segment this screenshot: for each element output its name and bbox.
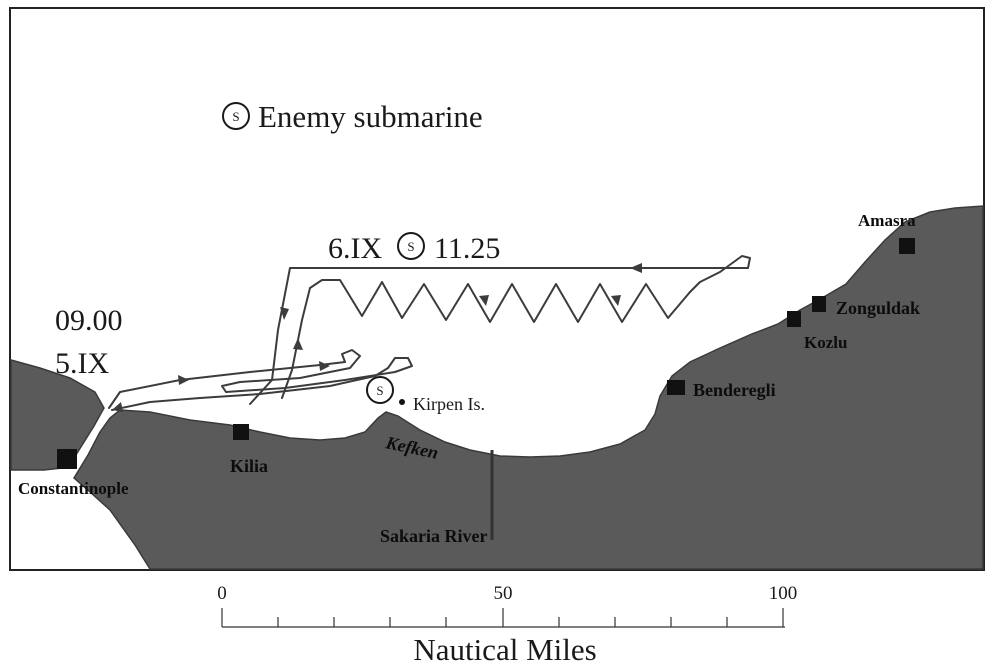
label-kirpen: Kirpen Is.: [413, 394, 485, 414]
annotation-sighting-date: 6.IX: [328, 232, 382, 265]
land-anatolian-coast: [73, 205, 984, 570]
label-sakaria-river: Sakaria River: [380, 526, 488, 546]
annotation-start-time: 09.00: [55, 304, 123, 337]
arrow-outbound: [178, 375, 189, 385]
scale-tick-100: 100: [769, 583, 798, 604]
scale-title: Nautical Miles: [413, 632, 596, 667]
land-european-shore: [10, 359, 105, 471]
town-marker-benderegli: [667, 380, 685, 395]
arrow-east-track: [630, 263, 642, 273]
town-marker-zonguldak: [812, 296, 826, 312]
label-zonguldak: Zonguldak: [836, 298, 920, 318]
route-cross: [249, 255, 751, 405]
label-constantinople: Constantinople: [18, 479, 129, 498]
town-marker-amasra: [899, 238, 915, 254]
arrow-zigzag-1: [479, 295, 489, 306]
town-marker-constantinople: [57, 449, 77, 469]
route-zigzag: [281, 279, 691, 399]
kirpen-island-dot: [399, 399, 405, 405]
town-marker-kozlu: [787, 311, 801, 327]
submarine-sighting-icon: S: [397, 232, 425, 260]
submarine-kirpen-icon: S: [366, 376, 394, 404]
svg-text:S: S: [232, 109, 239, 124]
town-marker-kilia: [233, 424, 249, 440]
label-kozlu: Kozlu: [804, 333, 847, 352]
scale-tick-0: 0: [217, 583, 227, 604]
legend-label: Enemy submarine: [258, 99, 483, 134]
arrow-north-track: [280, 307, 289, 320]
arrow-return-track: [293, 338, 303, 350]
svg-text:S: S: [376, 383, 383, 398]
legend-submarine-icon: S: [222, 102, 250, 130]
route-arrows: [112, 263, 642, 412]
annotation-sighting-time: 11.25: [434, 232, 500, 265]
label-kilia: Kilia: [230, 456, 268, 476]
scale-tick-50: 50: [494, 583, 513, 604]
route-loop-west: [111, 349, 413, 411]
arrow-loop: [319, 361, 330, 371]
arrow-zigzag-2: [611, 295, 621, 306]
svg-text:S: S: [407, 239, 414, 254]
label-benderegli: Benderegli: [693, 380, 776, 400]
label-amasra: Amasra: [858, 211, 916, 230]
arrow-return: [112, 402, 123, 412]
scale-bar: [221, 608, 785, 628]
annotation-start-date: 5.IX: [55, 347, 109, 380]
